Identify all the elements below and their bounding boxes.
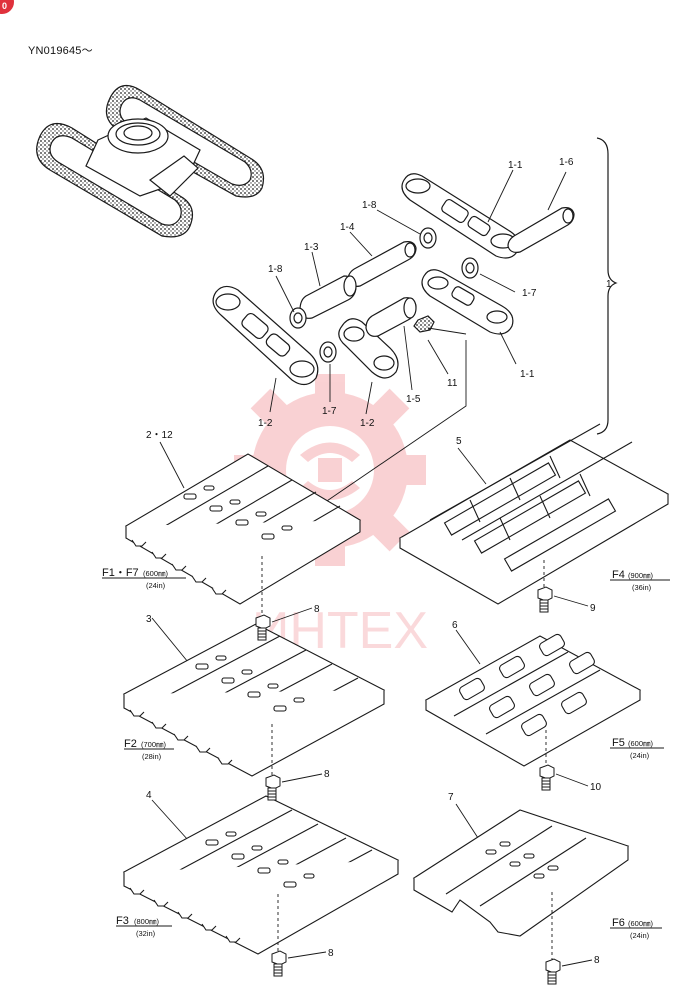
callout-8a: 8 — [314, 604, 320, 615]
shoe-f3 — [122, 795, 400, 955]
shoe-f1-imperial: (24in) — [146, 581, 166, 590]
callout-6: 6 — [452, 620, 458, 631]
shoe-f3-metric: (800㎜) — [134, 917, 160, 926]
callout-9: 9 — [590, 603, 596, 614]
callout-7: 7 — [448, 792, 454, 803]
callout-2-12: 2・12 — [146, 430, 173, 441]
shoe-f4-imperial: (36in) — [632, 583, 652, 592]
shoe-f5-metric: (600㎜) — [628, 739, 654, 748]
callout-10: 10 — [590, 782, 602, 793]
link-upper-right — [401, 173, 520, 259]
shoe-f5-imperial: (24in) — [630, 751, 650, 760]
callout-8c: 8 — [328, 948, 334, 959]
shoe-f2-metric: (700㎜) — [141, 740, 167, 749]
spacer-1-5 — [365, 297, 417, 337]
callout-4: 4 — [146, 790, 152, 801]
seal-rings — [289, 227, 479, 363]
shoe-f4 — [398, 423, 670, 605]
callout-1-8b: 1-8 — [268, 264, 283, 275]
callout-5: 5 — [456, 436, 462, 447]
shoe-f6-metric: (600㎜) — [628, 919, 654, 928]
callout-1-1a: 1-1 — [508, 160, 523, 171]
shoe-f3-name: F3 — [116, 915, 129, 927]
shoe-f1-name: F1・F7 — [102, 567, 139, 579]
shoe-f6 — [412, 809, 630, 937]
callout-8d: 8 — [594, 955, 600, 966]
link-left-1 — [212, 285, 319, 386]
bushing — [347, 241, 417, 287]
shoe-f5 — [424, 633, 642, 767]
callout-1: 1 — [606, 279, 612, 290]
callout-1-1b: 1-1 — [520, 369, 535, 380]
callout-1-7a: 1-7 — [522, 288, 537, 299]
bolt-icon-e — [539, 764, 555, 791]
link-lower-right — [421, 269, 514, 335]
shoe-f2-imperial: (28in) — [142, 752, 162, 761]
callout-1-7b: 1-7 — [322, 406, 337, 417]
bolt-icon-f — [545, 958, 561, 985]
track-link-parts — [212, 173, 575, 386]
link-left-2 — [338, 318, 399, 379]
bolt-icon-b — [265, 774, 281, 801]
bolt-leaders — [261, 556, 593, 967]
shoe-f3-imperial: (32in) — [136, 929, 156, 938]
bolts — [255, 586, 561, 985]
shoe-f4-metric: (900㎜) — [628, 571, 654, 580]
spacer-1-3 — [299, 275, 357, 319]
shoe-f1 — [124, 453, 362, 605]
bolt-icon-a — [255, 614, 271, 641]
group-bracket — [596, 137, 618, 435]
callout-1-6: 1-6 — [559, 157, 574, 168]
label-underlines — [102, 577, 670, 929]
shoe-f5-name: F5 — [612, 737, 625, 749]
shoe-f6-name: F6 — [612, 917, 625, 929]
shoe-f1-metric: (600㎜) — [143, 569, 169, 578]
shoe-f4-name: F4 — [612, 569, 625, 581]
page-badge-text: 0 — [2, 1, 8, 11]
callout-1-4: 1-4 — [340, 222, 355, 233]
callout-1-2b: 1-2 — [360, 418, 375, 429]
shoe-labels: F1・F7 (600㎜) (24in) F4 (900㎜) (36in) F2 … — [102, 567, 654, 940]
callout-3: 3 — [146, 614, 152, 625]
serial-range: YN019645～ — [28, 45, 93, 57]
callout-1-8a: 1-8 — [362, 200, 377, 211]
callout-11: 11 — [447, 378, 458, 389]
bolt-icon-c — [271, 950, 287, 977]
undercarriage-illustration — [36, 84, 265, 238]
callout-8b: 8 — [324, 769, 330, 780]
callout-1-2a: 1-2 — [258, 418, 273, 429]
shoe-f2 — [122, 623, 386, 777]
bolt-icon-d — [537, 586, 553, 613]
pin — [507, 207, 575, 253]
callout-1-3: 1-3 — [304, 242, 319, 253]
nut — [413, 315, 435, 333]
shoe-f6-imperial: (24in) — [630, 931, 650, 940]
callout-labels: 1-1 1-6 1-8 1-4 1-3 1-8 1-7 1 1-2 1-7 1-… — [146, 157, 612, 966]
shoe-f2-name: F2 — [124, 738, 137, 750]
callout-1-5: 1-5 — [406, 394, 421, 405]
